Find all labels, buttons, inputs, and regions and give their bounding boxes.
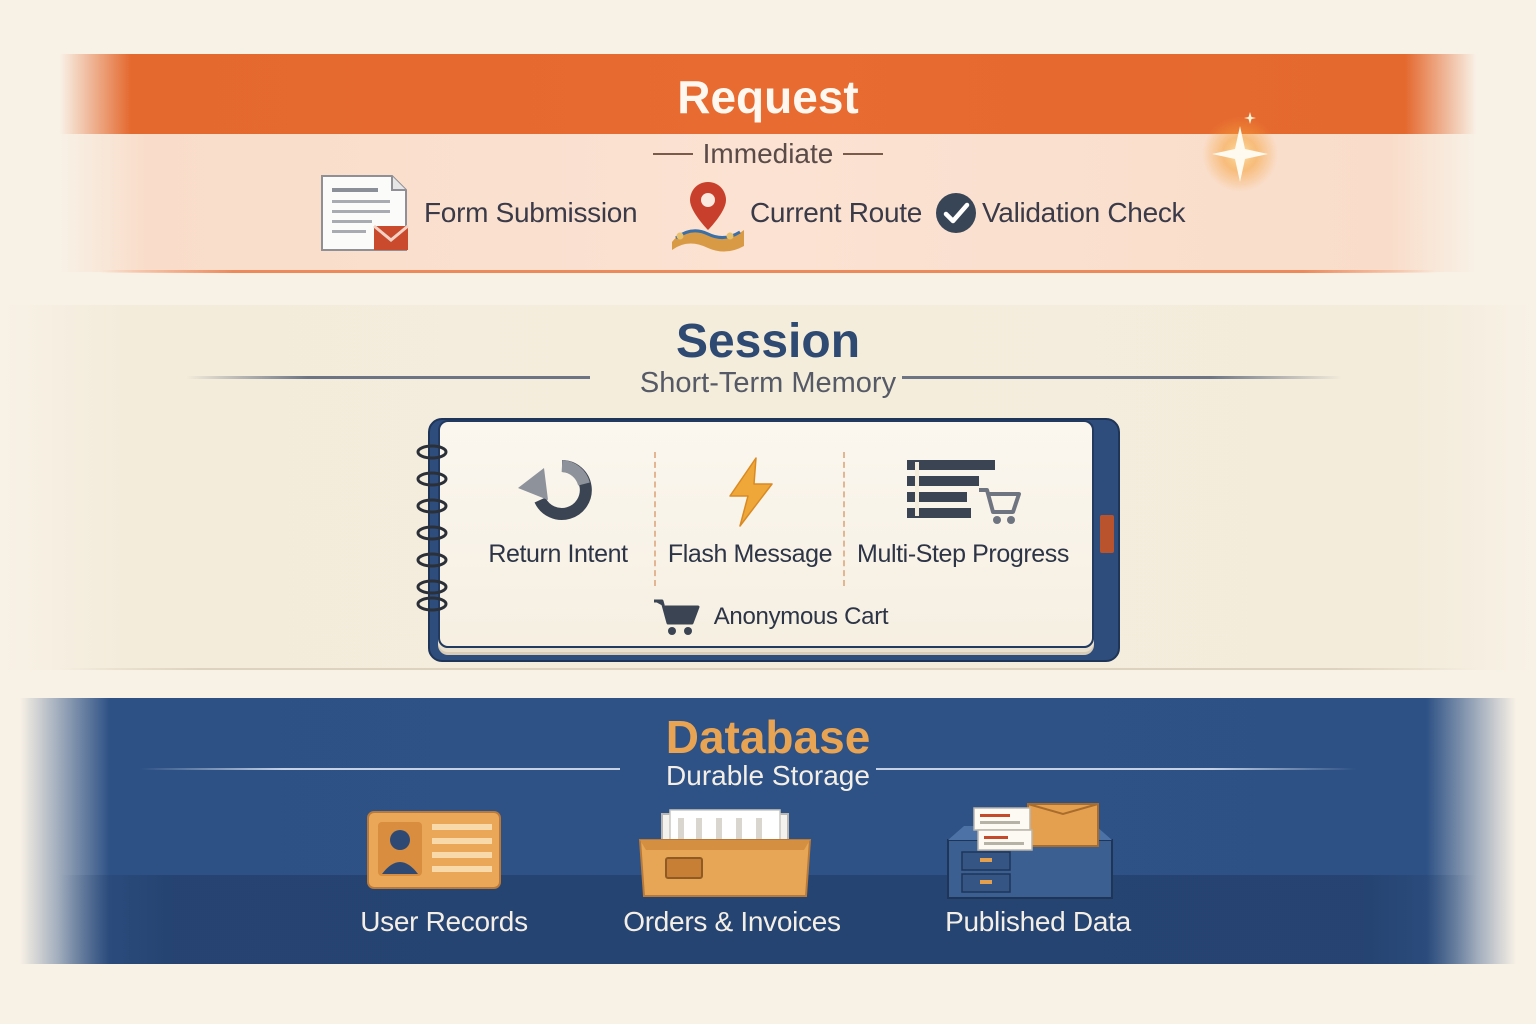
published-data-label: Published Data (945, 906, 1131, 937)
return-arrow-icon (518, 460, 592, 520)
notebook-spiral-icon (416, 444, 448, 612)
return-intent-label: Return Intent (488, 540, 628, 568)
database-rule-left (140, 768, 620, 770)
request-item-form-submission: Form Submission (318, 168, 638, 258)
session-subtitle: Short-Term Memory (639, 367, 897, 399)
lightning-bolt-icon (729, 457, 773, 527)
session-item-flash-message: Flash Message (660, 452, 840, 569)
flash-message-label: Flash Message (667, 540, 833, 568)
session-rule-right (902, 376, 1342, 379)
session-item-anonymous-cart: Anonymous Cart (560, 592, 980, 642)
subtitle-rule-left (652, 153, 693, 155)
sparkle-icon (1202, 112, 1278, 192)
request-underline (100, 270, 1436, 273)
request-subtitle: Immediate (702, 138, 834, 169)
id-card-icon (367, 811, 501, 889)
validation-check-label: Validation Check (982, 197, 1186, 228)
request-subtitle-group: Immediate (620, 136, 916, 172)
session-underline (60, 668, 1476, 670)
database-title: Database (665, 711, 871, 763)
notebook-bookmark-tab (1100, 515, 1114, 553)
notebook-divider-2 (843, 452, 845, 586)
shopping-cart-icon (653, 599, 700, 635)
progress-steps-cart-icon (907, 460, 1021, 524)
session-title: Session (675, 315, 861, 368)
database-subtitle: Durable Storage (666, 760, 870, 791)
request-item-validation-check: Validation Check (934, 168, 1186, 258)
map-pin-route-icon (672, 182, 744, 252)
request-title: Request (677, 71, 859, 123)
file-drawer-icon (638, 809, 812, 897)
current-route-label: Current Route (750, 197, 922, 228)
session-item-multi-step-progress: Multi-Step Progress (848, 452, 1078, 569)
notebook-divider-1 (654, 452, 656, 586)
form-submission-label: Form Submission (424, 197, 638, 228)
database-rule-right (876, 768, 1356, 770)
notebook-page (438, 420, 1094, 648)
check-circle-icon (936, 193, 976, 233)
anonymous-cart-label: Anonymous Cart (713, 603, 889, 630)
session-item-return-intent: Return Intent (470, 452, 646, 569)
multi-step-progress-label: Multi-Step Progress (857, 540, 1069, 568)
session-rule-left (186, 376, 590, 379)
form-document-icon (321, 175, 409, 251)
user-records-label: User Records (360, 906, 528, 937)
subtitle-rule-right (843, 153, 884, 155)
orders-invoices-label: Orders & Invoices (623, 906, 841, 937)
request-item-current-route: Current Route (668, 168, 922, 258)
archive-cabinet-icon (947, 803, 1113, 899)
